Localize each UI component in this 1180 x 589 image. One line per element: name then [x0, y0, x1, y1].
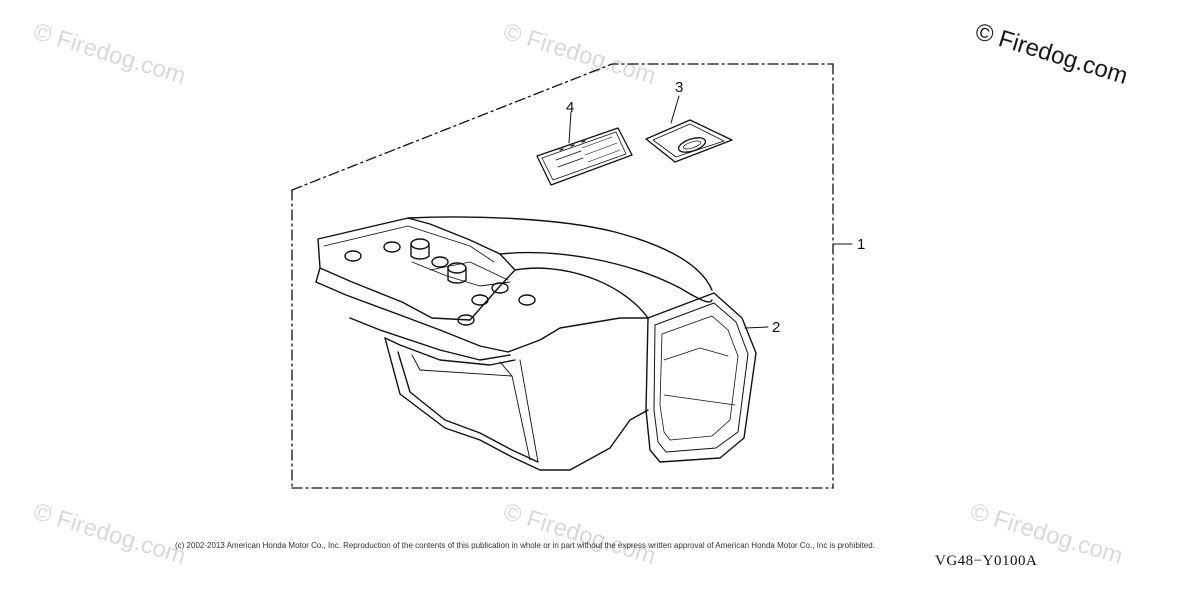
brand-emblem-decal [645, 119, 733, 163]
callout-1: 1 [857, 236, 866, 253]
diagram-code: VG48−Y0100A [935, 553, 1038, 569]
kit-boundary [291, 63, 834, 489]
warning-label-decal [536, 127, 633, 186]
exhaust-deflector-part [315, 216, 757, 471]
callout-4: 4 [566, 99, 575, 116]
callout-2: 2 [772, 319, 781, 336]
leader-lines [568, 95, 853, 329]
copyright-notice: (c) 2002-2013 American Honda Motor Co., … [175, 541, 875, 550]
callout-3: 3 [675, 79, 684, 96]
